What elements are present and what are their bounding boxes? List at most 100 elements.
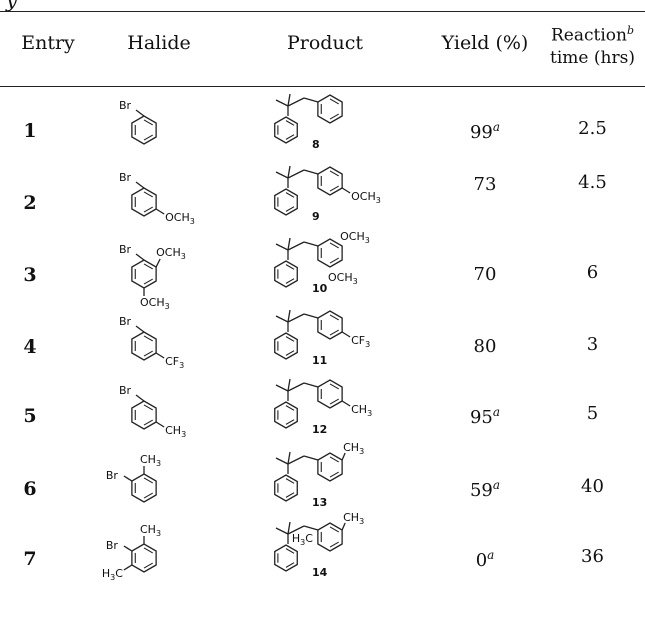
- phenyl-ring: [274, 260, 298, 288]
- compound-number: 14: [312, 566, 328, 579]
- methyl-bond: [287, 521, 291, 535]
- aryl-ring: [131, 400, 157, 430]
- substituent-ch3: CH3: [343, 441, 364, 456]
- methyl-bond: [341, 452, 346, 461]
- entry-number: 6: [23, 478, 37, 500]
- bromo-label: Br: [119, 243, 132, 256]
- entry-number: 4: [23, 336, 37, 358]
- header-entry: Entry: [21, 32, 75, 54]
- entry-number: 1: [23, 120, 37, 142]
- entry-number: 2: [23, 192, 37, 214]
- methyl-bond: [341, 522, 346, 531]
- para-bond: [155, 421, 165, 428]
- table-top-rule: [0, 11, 645, 13]
- product-structure: CH3 13: [274, 441, 364, 509]
- para-bond: [341, 331, 351, 338]
- aryl-ring: [317, 522, 343, 552]
- bromo-label: Br: [106, 469, 119, 482]
- entry-number: 3: [23, 264, 37, 286]
- methylene-bond: [287, 241, 305, 251]
- compound-number: 11: [312, 354, 327, 367]
- substituent-och3: OCH3: [340, 230, 370, 245]
- substituent-para: CH3: [351, 403, 372, 418]
- aryl-ring: [317, 166, 343, 196]
- methylene-bond: [287, 382, 305, 392]
- table-header-rule: [0, 86, 645, 87]
- methyl-bond: [287, 165, 291, 179]
- para-bond: [341, 400, 351, 407]
- yield-value: 0a: [420, 548, 550, 571]
- product-structure: 8: [274, 93, 343, 151]
- bromo-label: Br: [119, 315, 132, 328]
- bromo-bond: [135, 109, 145, 117]
- reaction-time-value: 40: [581, 476, 604, 497]
- header-product: Product: [287, 32, 363, 54]
- aryl-ring: [317, 452, 343, 482]
- methyl-bond: [275, 384, 289, 392]
- yield-value: 59a: [420, 478, 550, 501]
- methylene-bond: [287, 313, 305, 323]
- methylene-bond: [303, 382, 319, 388]
- aryl-ring: [131, 543, 157, 573]
- halide-structure: Br: [119, 99, 157, 145]
- yield-value: 70: [420, 264, 550, 285]
- substituent-ch3: CH3: [140, 523, 161, 538]
- methylene-bond: [303, 525, 319, 531]
- yield-footnote: a: [492, 120, 501, 134]
- aryl-ring: [317, 238, 343, 268]
- yield-number: 99: [469, 122, 493, 143]
- bromo-bond: [135, 325, 145, 333]
- methyl-bond: [123, 564, 133, 571]
- yield-number: 73: [473, 174, 497, 195]
- methylene-bond: [303, 97, 319, 103]
- header-time-line1: Reaction: [550, 25, 627, 46]
- bromo-bond: [123, 475, 133, 482]
- compound-number: 13: [312, 496, 327, 509]
- para-bond: [155, 208, 165, 215]
- methyl-bond: [287, 93, 291, 107]
- methyl-bond: [275, 315, 289, 323]
- substituent-para: OCH3: [351, 190, 381, 205]
- methyl-bond: [287, 237, 291, 251]
- bromo-label: Br: [119, 171, 132, 184]
- bromo-bond: [135, 253, 145, 261]
- header-yield: Yield (%): [441, 32, 529, 54]
- caption-fragment-text: y: [6, 0, 18, 12]
- bromo-label: Br: [119, 99, 132, 112]
- reaction-time-value: 6: [586, 262, 599, 283]
- aryl-ring: [317, 94, 343, 124]
- methyl-bond: [275, 527, 289, 535]
- phenyl-ring: [274, 188, 298, 216]
- methylene-bond: [303, 313, 319, 319]
- methyl-bond: [275, 457, 289, 465]
- yield-number: 59: [469, 480, 493, 501]
- methylene-bond: [287, 455, 305, 465]
- reaction-time-value: 3: [586, 334, 599, 355]
- aryl-ring: [131, 259, 157, 289]
- substituent-ch3: CH3: [343, 511, 364, 526]
- methyl-bond: [287, 309, 291, 323]
- aryl-ring: [131, 115, 157, 145]
- bromo-label: Br: [106, 539, 119, 552]
- methylene-bond: [287, 97, 305, 107]
- para-bond: [341, 187, 351, 194]
- methylene-bond: [303, 241, 319, 247]
- reaction-time-value: 2.5: [578, 118, 607, 139]
- aryl-ring: [317, 310, 343, 340]
- phenyl-ring: [274, 474, 298, 502]
- aryl-ring: [131, 331, 157, 361]
- methyl-bond: [275, 99, 289, 107]
- header-time-footnote: b: [626, 24, 634, 37]
- bromo-bond: [135, 394, 145, 402]
- yield-number: 70: [473, 264, 497, 285]
- yield-value: 80: [420, 336, 550, 357]
- cropped-caption-fragment: y: [0, 0, 120, 14]
- methylene-bond: [303, 455, 319, 461]
